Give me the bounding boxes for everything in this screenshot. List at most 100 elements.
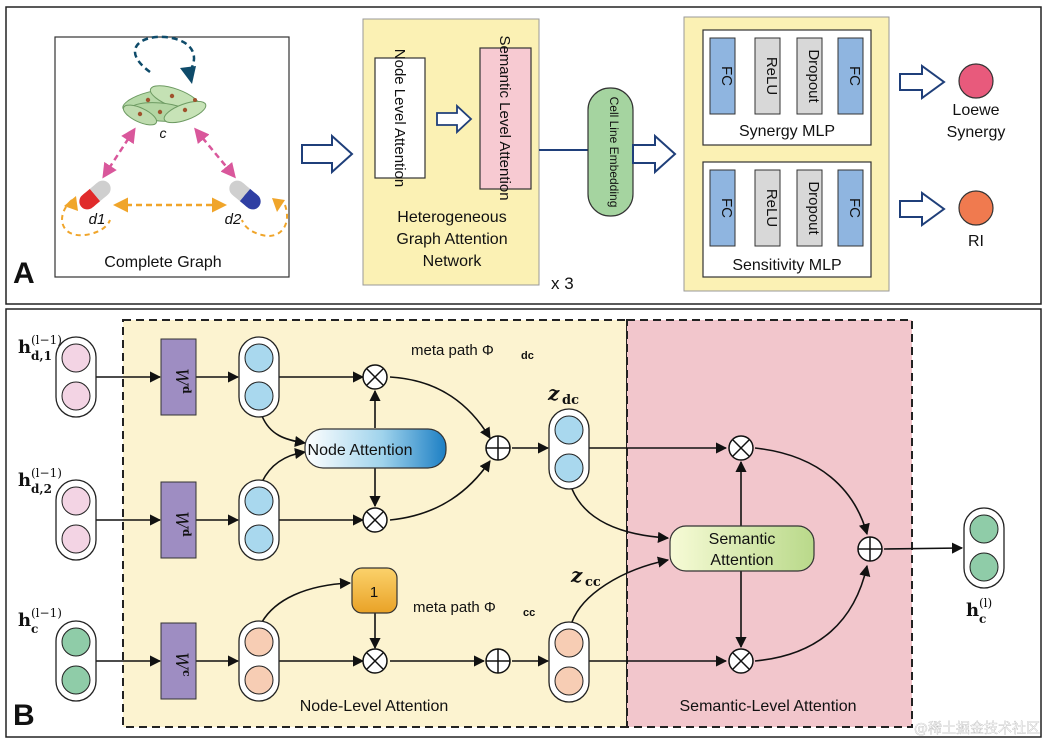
loewe-caption-2: Synergy <box>947 124 1006 141</box>
synergy-mlp-caption: Synergy MLP <box>739 123 835 140</box>
multiply-op-2 <box>362 507 388 533</box>
cell-cluster-icon <box>122 85 207 126</box>
meta-path-cc-label: meta path Φ cc <box>413 599 535 619</box>
panel-a-label: A <box>13 257 35 290</box>
node-level-attention-box <box>374 57 426 179</box>
synergy-dropout-box <box>796 37 823 115</box>
hd2-sup: (l−1) <box>31 466 62 480</box>
semantic-level-caption: Semantic-Level Attention <box>680 698 857 715</box>
add-op-cc <box>485 648 511 674</box>
complete-graph: c d1 d2 Complete Graph <box>54 35 290 278</box>
loewe-output-node <box>958 63 994 99</box>
edge-c-d1 <box>102 127 136 179</box>
synergy-fc1-box <box>709 37 736 115</box>
synergy-mlp: FC ReLU Dropout FC Synergy MLP <box>702 29 872 146</box>
han-title-2: Graph Attention <box>396 231 507 248</box>
out-sup: (l) <box>979 596 992 610</box>
arrow-graph-to-han-icon <box>301 133 354 175</box>
hd2-base: h <box>18 470 31 491</box>
ri-caption: RI <box>968 233 984 250</box>
wd2-sub: d <box>180 529 193 537</box>
input-label-hd1: h (l−1) d,1 <box>18 333 62 363</box>
hd1-sub: d,1 <box>31 349 52 363</box>
meta-path-dc-label: meta path Φ dc <box>411 342 534 362</box>
meta-cc-sub: cc <box>523 607 535 619</box>
wd1-sub: d <box>180 386 193 394</box>
out-base: h <box>966 600 979 621</box>
wd2-base: W <box>171 511 191 530</box>
semantic-level-attention-text: Semantic Level Attention <box>496 35 513 200</box>
sensitivity-mlp: FC ReLU Dropout FC Sensitivity MLP <box>702 161 872 278</box>
output-label-hc: h (l) c <box>966 596 992 626</box>
panel-b-label: B <box>13 699 35 732</box>
loewe-caption-1: Loewe <box>952 102 999 119</box>
drug-d2-capsule-icon <box>229 180 261 210</box>
arrow-embedding-to-mlp-icon <box>632 133 677 175</box>
hc-base: h <box>18 610 31 631</box>
zcc-sub: cc <box>585 575 601 590</box>
repeat-count: x 3 <box>551 274 574 293</box>
projected-vector-d2 <box>238 479 280 561</box>
add-op-dc <box>485 435 511 461</box>
weight-box-wc: W c <box>160 622 197 700</box>
synergy-dropout-text: Dropout <box>805 49 822 103</box>
synergy-fc2-box <box>837 37 864 115</box>
node-attention-text: Node Attention <box>308 442 413 459</box>
input-vector-hd1 <box>55 336 97 418</box>
multiply-op-sem-2 <box>728 648 754 674</box>
d1-loop-arrow-icon <box>64 196 78 211</box>
node-c-label: c <box>160 125 167 141</box>
d2-loop-arrow-icon <box>272 198 285 212</box>
weight-box-wd1: W d <box>160 338 197 416</box>
complete-graph-frame <box>54 36 290 278</box>
self-loop-d1 <box>61 199 111 237</box>
cell-line-embedding-text: Cell Line Embedding <box>607 97 621 208</box>
input-label-hd2: h (l−1) d,2 <box>18 466 62 496</box>
synergy-relu-text: ReLU <box>763 57 780 95</box>
projected-vector-c <box>238 620 280 702</box>
out-sub: c <box>979 612 986 626</box>
arrow-node-to-semantic-icon <box>436 103 473 135</box>
hc-sub: c <box>31 622 38 636</box>
node-attention-box <box>304 428 447 469</box>
drug-d1-capsule-icon <box>79 180 111 210</box>
z-cc-label: z cc <box>570 563 601 590</box>
semantic-level-attention-box <box>479 47 532 190</box>
node-level-attention-text: Node Level Attention <box>391 49 408 187</box>
han-title-3: Network <box>423 253 483 270</box>
multiply-op-sem-1 <box>728 435 754 461</box>
node-level-caption: Node-Level Attention <box>300 698 449 715</box>
projected-vector-d1 <box>238 336 280 418</box>
input-label-hc: h (l−1) c <box>18 606 62 636</box>
sensitivity-relu-box <box>754 169 781 247</box>
sensitivity-fc1-box <box>709 169 736 247</box>
semantic-level-region <box>626 319 913 728</box>
sensitivity-fc2-box <box>837 169 864 247</box>
z-dc-vector <box>548 408 590 490</box>
sensitivity-dropout-text: Dropout <box>805 181 822 235</box>
node-d1-label: d1 <box>89 211 106 228</box>
constant-one-text: 1 <box>370 584 378 601</box>
sensitivity-dropout-box <box>796 169 823 247</box>
constant-one-box <box>351 567 398 614</box>
multiply-op-3 <box>362 648 388 674</box>
z-cc-vector <box>548 621 590 703</box>
meta-dc-text: meta path Φ <box>411 342 494 359</box>
self-loop-c <box>133 35 196 75</box>
wc-sub: c <box>180 670 193 677</box>
zcc-base: z <box>570 563 583 587</box>
watermark: @稀土掘金技术社区 <box>914 721 1040 737</box>
add-op-final <box>857 536 883 562</box>
weight-box-wd2: W d <box>160 481 197 559</box>
connections <box>96 371 964 667</box>
zdc-sub: dc <box>562 393 579 408</box>
hd1-sup: (l−1) <box>31 333 62 347</box>
arrow-to-loewe-icon <box>899 64 946 100</box>
input-vector-hd2 <box>55 479 97 561</box>
sensitivity-relu-text: ReLU <box>763 189 780 227</box>
han-title-1: Heterogeneous <box>397 209 506 226</box>
hc-sup: (l−1) <box>31 606 62 620</box>
synergy-fc1-text: FC <box>718 66 735 86</box>
self-loop-arrow-icon <box>180 66 196 84</box>
